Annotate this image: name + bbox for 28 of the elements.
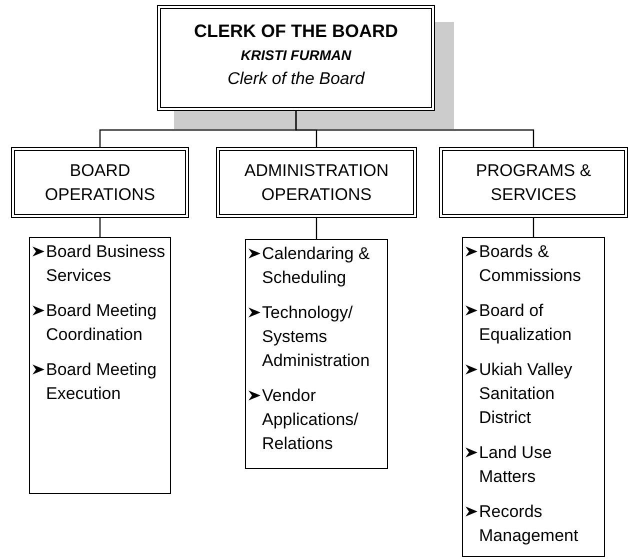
position-title: Clerk of the Board xyxy=(226,68,366,90)
duty-list-box xyxy=(245,239,388,469)
duty-list-box xyxy=(462,237,605,557)
duty-item: Board Meeting Execution xyxy=(46,360,157,403)
department-name: PROGRAMS & SERVICES xyxy=(474,160,592,206)
connector-line xyxy=(295,111,534,147)
duty-item: Vendor Applications/ Relations xyxy=(262,386,358,453)
connector-line xyxy=(532,218,534,237)
duty-item: Boards & Commissions xyxy=(479,242,582,285)
duty-item: Land Use Matters xyxy=(479,443,552,486)
connector-line xyxy=(316,218,318,239)
duty-item: Records Management xyxy=(479,502,578,545)
duty-list-box xyxy=(29,237,171,494)
duty-item: Board Business Services xyxy=(46,242,166,285)
connector-line xyxy=(99,218,101,237)
office-title: CLERK OF THE BOARD xyxy=(193,20,399,43)
duty-item: Technology/ Systems Administration xyxy=(262,303,370,370)
department-name: ADMINISTRATION OPERATIONS xyxy=(243,160,390,206)
department-box xyxy=(11,147,189,218)
person-name: KRISTI FURMAN xyxy=(240,46,352,65)
department-name: BOARD OPERATIONS xyxy=(44,160,156,206)
duty-item: Calendaring & Scheduling xyxy=(262,244,370,287)
duty-item: Board of Equalization xyxy=(479,301,572,344)
duty-item: Board Meeting Coordination xyxy=(46,301,157,344)
duty-item: Ukiah Valley Sanitation District xyxy=(479,360,572,427)
title-box xyxy=(157,5,435,111)
department-box xyxy=(216,147,417,218)
department-box xyxy=(439,147,628,218)
